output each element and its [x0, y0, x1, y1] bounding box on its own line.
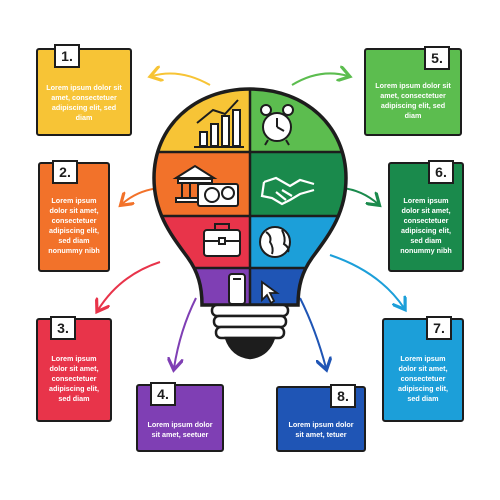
card-5-line: Lorem ipsum dolor sit [375, 81, 451, 90]
handshake-icon [260, 176, 315, 206]
card-6-number: 6. [428, 160, 454, 184]
card-3: 3. Lorem ipsum dolor sit amet, consectet… [36, 316, 112, 422]
card-2-line: consectetuer [51, 216, 97, 225]
card-6-line: consectetuer [403, 216, 449, 225]
card-5-line: amet, consectetuer [380, 91, 446, 100]
card-2-line: adipiscing elit, [49, 226, 99, 235]
card-7-number: 7. [426, 316, 452, 340]
card-8-line: sit amet, tetuer [295, 430, 347, 439]
card-4-number: 4. [150, 382, 176, 406]
card-7-line: Lorem ipsum [400, 354, 446, 363]
card-6-line: Lorem ipsum [403, 196, 449, 205]
card-2-number: 2. [52, 160, 78, 184]
card-3-line: consectetuer [51, 374, 97, 383]
bulb-base [210, 303, 290, 360]
bar-chart-icon [194, 99, 244, 148]
arrow-4 [174, 297, 197, 368]
card-4-line: Lorem ipsum dolor [147, 420, 213, 429]
card-7-line: sed diam [407, 394, 439, 403]
card-6-line: adipiscing elit, [401, 226, 451, 235]
card-1-line: amet, consectetuer [51, 93, 117, 102]
card-1-line: Lorem ipsum dolor sit [46, 83, 122, 92]
card-6-line: sed diam [410, 236, 442, 245]
card-6-line: nonummy nibh [400, 246, 452, 255]
card-5: 5. Lorem ipsum dolor sit amet, consectet… [364, 46, 462, 136]
card-2: 2. Lorem ipsum dolor sit amet, consectet… [38, 160, 110, 272]
card-1-line: adipiscing elit, sed diam [51, 103, 117, 122]
card-6: 6. Lorem ipsum dolor sit amet, consectet… [388, 160, 464, 272]
globe-icon [259, 226, 291, 258]
card-2-line: Lorem ipsum [51, 196, 97, 205]
mobile-icon [228, 273, 246, 305]
bank-icon [172, 164, 239, 207]
briefcase-icon [203, 223, 241, 257]
card-8: 8. Lorem ipsum dolor sit amet, tetuer [276, 384, 366, 452]
arrow-8 [299, 297, 326, 368]
arrow-7 [329, 254, 404, 308]
card-3-line: Lorem ipsum [51, 354, 97, 363]
card-6-line: dolor sit amet, [401, 206, 451, 215]
card-3-line: dolor sit amet, [49, 364, 99, 373]
card-3-line: sed diam [58, 394, 90, 403]
card-7-line: dolor sit amet, [398, 364, 448, 373]
arrow-5 [291, 73, 348, 86]
card-1: 1. Lorem ipsum dolor sit amet, consectet… [36, 44, 132, 136]
card-8-line: Lorem ipsum dolor [288, 420, 354, 429]
card-5-line: adipiscing elit, sed diam [380, 101, 446, 120]
card-7-line: consectetuer [400, 374, 446, 383]
card-2-line: dolor sit amet, [49, 206, 99, 215]
card-5-number: 5. [424, 46, 450, 70]
card-4-line: sit amet, seetuer [151, 430, 209, 439]
card-7: 7. Lorem ipsum dolor sit amet, consectet… [382, 316, 464, 422]
card-4: 4. Lorem ipsum dolor sit amet, seetuer [136, 382, 224, 452]
arrow-1 [152, 73, 211, 86]
alarm-clock-icon [260, 104, 294, 146]
card-3-number: 3. [50, 316, 76, 340]
card-1-number: 1. [54, 44, 80, 68]
card-3-line: adipiscing elit, [49, 384, 99, 393]
card-2-line: nonummy nibh [48, 246, 100, 255]
bulb-segment-darkgreen [250, 152, 346, 216]
arrow-3 [98, 261, 161, 310]
card-2-line: sed diam [58, 236, 90, 245]
cursor-icon [261, 280, 280, 305]
card-7-line: adipiscing elit, [398, 384, 448, 393]
card-8-number: 8. [330, 384, 356, 408]
